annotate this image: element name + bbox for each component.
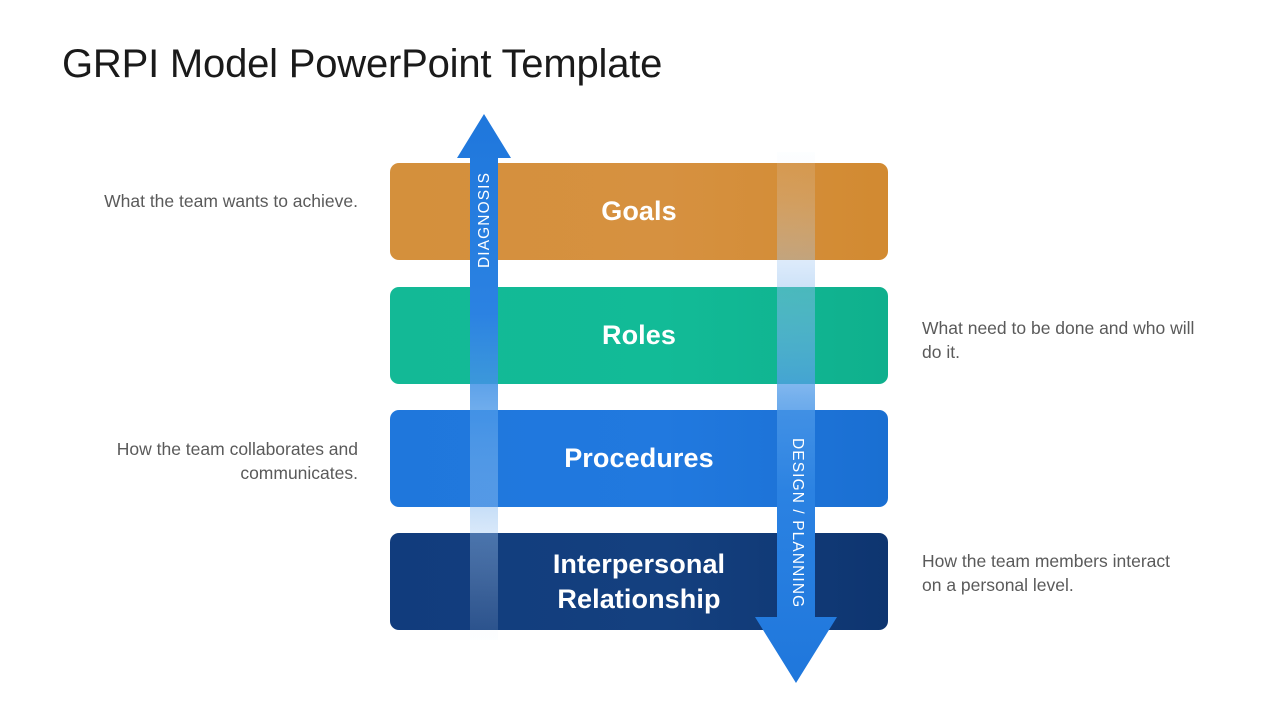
bar-label-roles: Roles — [601, 320, 677, 351]
bar-label-goals: Goals — [601, 196, 677, 227]
bar-label-interpersonal-line1: Interpersonal — [552, 548, 726, 579]
page-title: GRPI Model PowerPoint Template — [62, 42, 663, 86]
description-procedures: How the team collaborates and communicat… — [116, 439, 358, 484]
description-goals: What the team wants to achieve. — [104, 191, 358, 211]
bar-roles[interactable]: Roles — [390, 287, 888, 384]
arrow-label-diagnosis: DIAGNOSIS — [476, 171, 493, 269]
bar-procedures[interactable]: Procedures — [390, 410, 888, 507]
description-interpersonal: How the team members interact on a perso… — [922, 551, 1171, 596]
bar-interpersonal[interactable]: Interpersonal Relationship — [390, 533, 888, 630]
bar-label-procedures: Procedures — [564, 443, 714, 474]
bar-label-interpersonal: Interpersonal Relationship — [553, 547, 725, 616]
bar-label-interpersonal-line2: Relationship — [557, 583, 721, 614]
description-roles: What need to be done and who will do it. — [922, 318, 1195, 363]
bar-goals[interactable]: Goals — [390, 163, 888, 260]
arrow-label-design-planning: DESIGN / PLANNING — [789, 437, 806, 609]
